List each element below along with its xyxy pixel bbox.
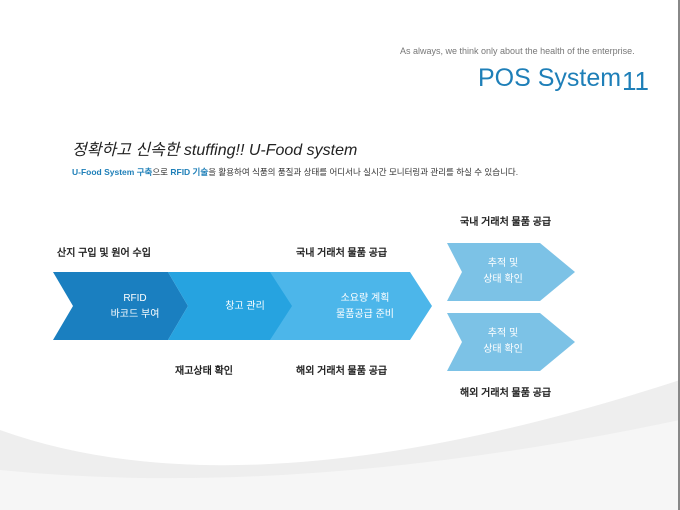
subtitle-text: 을 활용하여 식품의 품질과 상태를 어디서나 실시간 모니터링과 관리를 하실… xyxy=(208,167,519,177)
tagline: As always, we think only about the healt… xyxy=(400,46,635,56)
label-source: 산지 구입 및 원어 수입 xyxy=(57,248,151,259)
output-line: 추적 및 xyxy=(487,328,519,339)
step-1-text: RFID 바코드 부여 xyxy=(90,291,180,323)
step-line: 소요량 계획 xyxy=(340,293,390,304)
page-title: POS System xyxy=(478,64,622,92)
step-2-text: 창고 관리 xyxy=(200,299,290,315)
step-line: 물품공급 준비 xyxy=(336,309,394,320)
step-line: 창고 관리 xyxy=(225,301,265,312)
slide-subtitle: U-Food System 구축으로 RFID 기술을 활용하여 식품의 품질과… xyxy=(72,166,518,178)
subtitle-highlight: U-Food System 구축 xyxy=(72,167,153,177)
label-overseas-mid: 해외 거래처 물품 공급 xyxy=(296,366,388,377)
output-line: 상태 확인 xyxy=(483,274,523,285)
step-line: RFID xyxy=(123,293,147,304)
page-number: 11 xyxy=(622,66,649,96)
chevron-step-1 xyxy=(53,272,188,340)
label-overseas-bottom: 해외 거래처 물품 공급 xyxy=(460,388,552,399)
chevron-output-1 xyxy=(447,243,575,301)
background-swoosh-light xyxy=(0,420,678,510)
label-inventory: 재고상태 확인 xyxy=(175,366,233,377)
output-line: 상태 확인 xyxy=(483,344,523,355)
label-domestic-top: 국내 거래처 물품 공급 xyxy=(460,217,552,228)
label-domestic-mid: 국내 거래처 물품 공급 xyxy=(296,248,388,259)
chevron-step-3 xyxy=(270,272,432,340)
chevron-step-2 xyxy=(168,272,302,340)
output-line: 추적 및 xyxy=(487,258,519,269)
step-line: 바코드 부여 xyxy=(110,309,160,320)
subtitle-highlight: RFID 기술 xyxy=(170,167,209,177)
chevron-output-2 xyxy=(447,313,575,371)
subtitle-text: 으로 xyxy=(152,167,171,177)
slide-heading: 정확하고 신속한 stuffing!! U-Food system xyxy=(72,142,358,159)
